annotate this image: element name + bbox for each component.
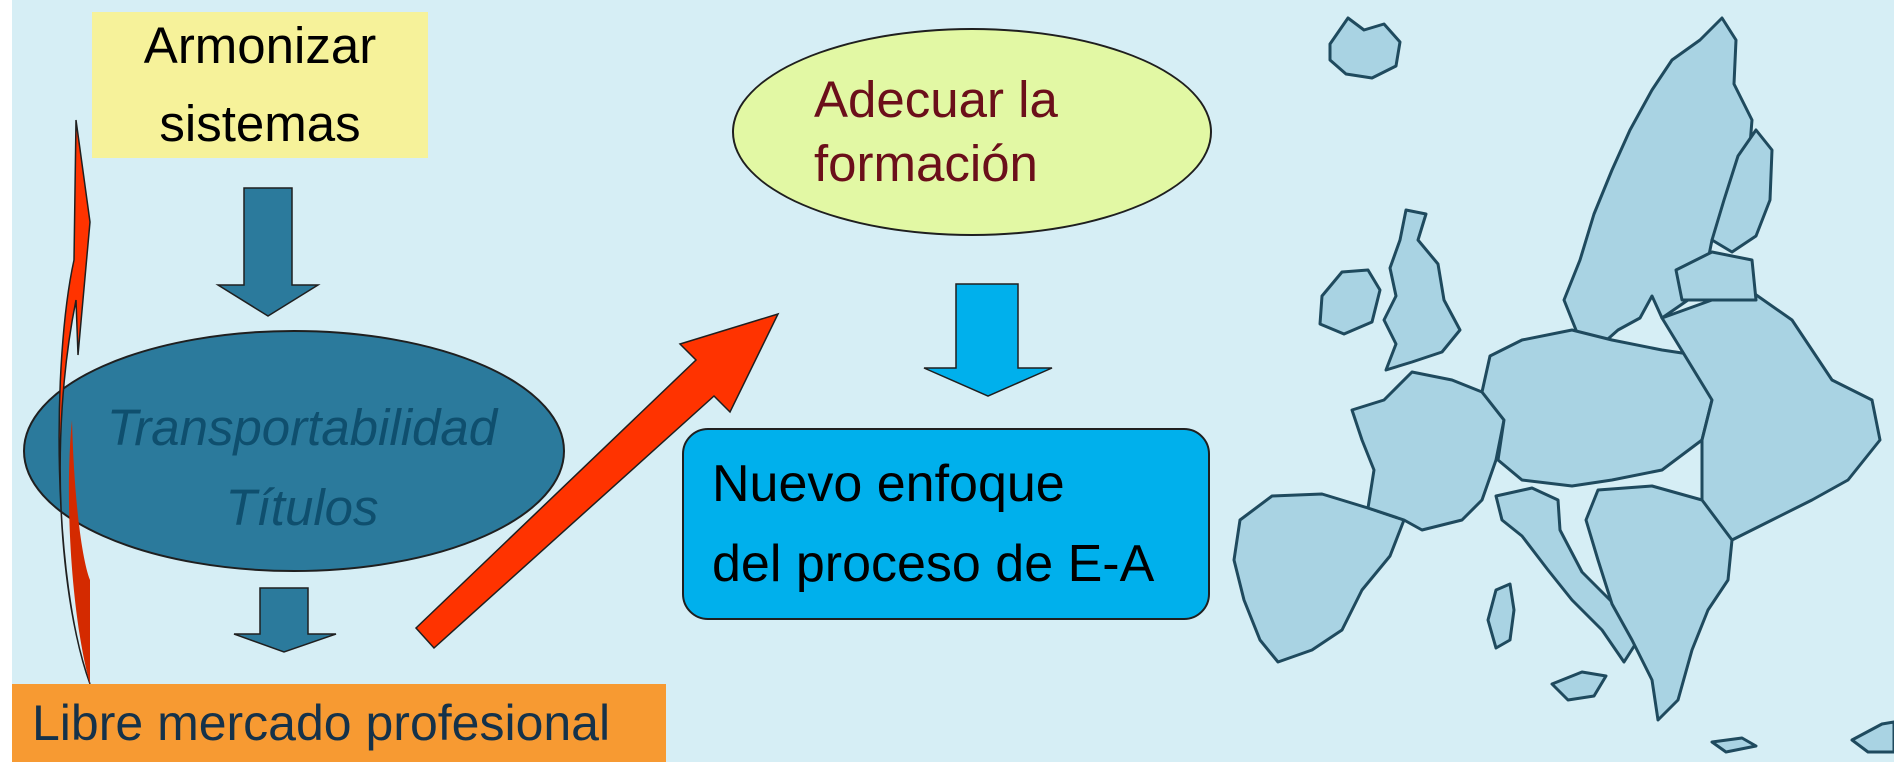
map-turkey (1850, 720, 1894, 754)
nuevo-enfoque-line2: del proceso de E-A (712, 535, 1155, 593)
diagram-canvas: Transportabilidad Títulos Armonizar sist… (12, 0, 1894, 762)
red-curved-arrow-body (68, 420, 90, 684)
transportabilidad-line2: Títulos (225, 479, 379, 536)
map-sicily (1550, 670, 1608, 702)
red-diagonal-arrow (414, 312, 780, 650)
map-central (1480, 328, 1714, 488)
adecuar-line2: formación (814, 135, 1038, 192)
europe-map-icon (1232, 16, 1894, 754)
map-britain (1382, 208, 1462, 372)
armonizar-box: Armonizar sistemas (92, 12, 428, 158)
arrow-down-armonizar (215, 187, 321, 317)
map-baltics (1674, 250, 1758, 302)
nuevo-enfoque-line1: Nuevo enfoque (712, 455, 1065, 513)
transportabilidad-ellipse (23, 330, 565, 572)
armonizar-line1: Armonizar (143, 17, 377, 74)
transportabilidad-label: Transportabilidad Títulos (42, 388, 562, 548)
arrow-down-transportabilidad (233, 587, 337, 653)
map-crete (1710, 736, 1758, 754)
adecuar-line1: Adecuar la (814, 71, 1058, 128)
map-finland (1710, 128, 1774, 254)
map-france (1350, 370, 1506, 532)
armonizar-line2: sistemas (159, 95, 361, 152)
map-ireland (1318, 268, 1382, 336)
map-eastern (1660, 290, 1882, 542)
map-balkans (1584, 484, 1734, 722)
map-italy (1494, 486, 1640, 664)
map-sardinia (1486, 582, 1516, 650)
map-iberia (1232, 492, 1406, 664)
adecuar-ellipse: Adecuar la formación (732, 28, 1212, 236)
libre-mercado-label: Libre mercado profesional (32, 695, 611, 751)
transportabilidad-line1: Transportabilidad (106, 399, 498, 456)
red-curved-arrow (58, 119, 91, 685)
map-iceland (1328, 16, 1402, 80)
libre-mercado-box: Libre mercado profesional (12, 684, 666, 762)
nuevo-enfoque-box: Nuevo enfoque del proceso de E-A (682, 428, 1210, 620)
arrow-down-adecuar (923, 283, 1053, 397)
diagram-graphics (23, 16, 1894, 754)
